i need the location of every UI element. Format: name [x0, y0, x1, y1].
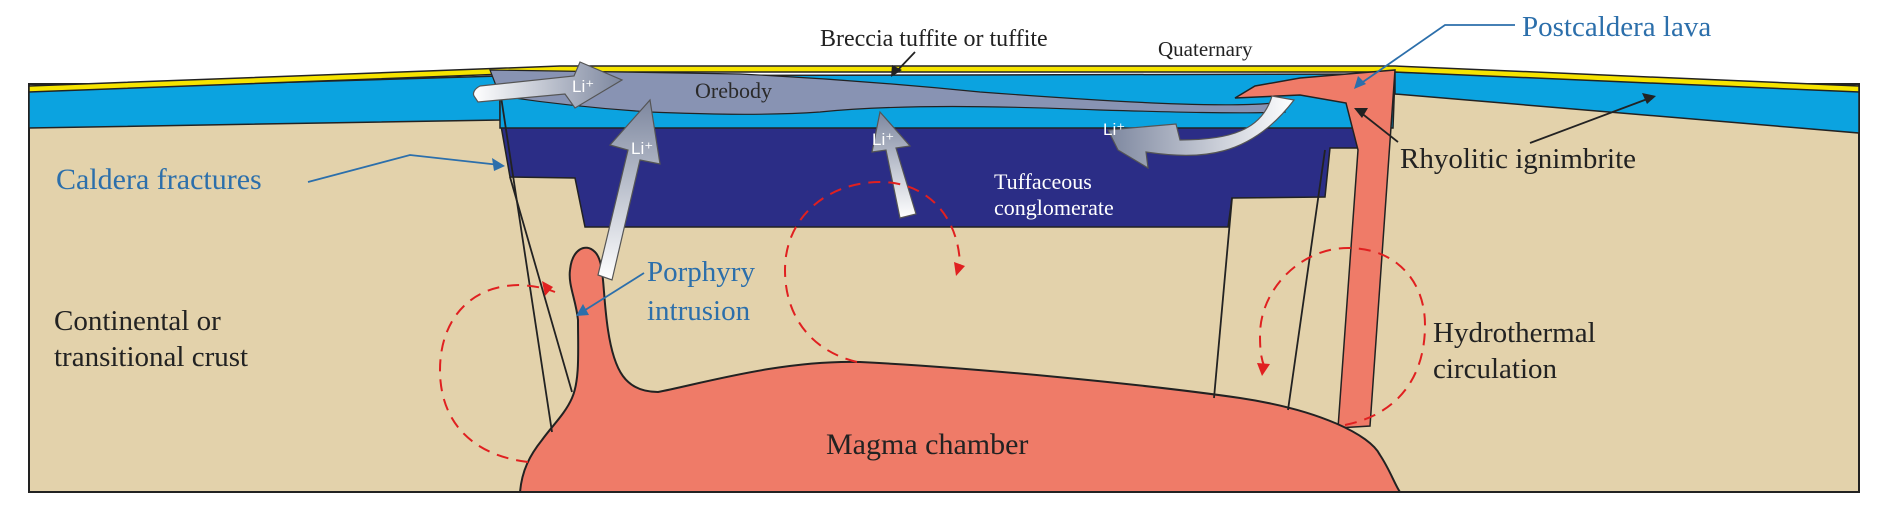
quaternary-layer — [28, 65, 1860, 93]
li-arrow-left — [472, 61, 624, 109]
leader-arrowhead-breccia — [891, 65, 902, 77]
li-arrow-center — [871, 110, 917, 219]
leader-caldera-fractures — [307, 154, 501, 183]
label-orebody: Orebody — [695, 78, 772, 103]
leader-arrowheads — [492, 65, 1656, 316]
label-hydrothermal: Hydrothermal — [1433, 317, 1596, 349]
magma-chamber — [518, 246, 1402, 493]
orebody — [489, 69, 1286, 115]
circulation-cell-right — [1258, 246, 1427, 426]
leader-ignimbrite-outer — [1529, 97, 1651, 144]
leader-postcaldera-lava — [1359, 24, 1515, 85]
label-conglomerate: conglomerate — [994, 195, 1114, 220]
label-rhyolitic-ignimbrite: Rhyolitic ignimbrite — [1400, 143, 1636, 175]
hydrothermal-circulation-cells — [438, 180, 1427, 463]
leader-porphyry — [581, 272, 645, 313]
label-postcaldera-lava: Postcaldera lava — [1522, 11, 1711, 43]
circulation-arrowheads — [542, 262, 1270, 376]
label-circulation: circulation — [1433, 353, 1558, 385]
li-arrow-porphyry — [597, 98, 661, 281]
circulation-arrowhead-left — [542, 281, 553, 296]
label-leader-lines — [307, 24, 1651, 313]
label-intrusion: intrusion — [647, 295, 751, 327]
label-tuffaceous: Tuffaceous — [994, 169, 1092, 194]
leader-arrowhead-lava — [1354, 76, 1366, 89]
circulation-cell-center — [783, 180, 961, 363]
label-porphyry: Porphyry — [647, 256, 755, 288]
circulation-arrowhead-center — [954, 262, 965, 276]
caldera-fracture-lines — [499, 89, 1326, 433]
circulation-cell-left — [438, 283, 556, 463]
leader-ignimbrite-inner — [1359, 111, 1399, 143]
li-label-porphyry: Li⁺ — [631, 139, 653, 158]
label-caldera-fractures: Caldera fractures — [56, 163, 262, 196]
li-label-left: Li⁺ — [572, 77, 594, 96]
label-transitional-crust: transitional crust — [54, 341, 248, 373]
circulation-arrowhead-right — [1257, 363, 1270, 376]
li-arrow-right — [1107, 95, 1296, 170]
li-label-right: Li⁺ — [1103, 120, 1125, 139]
postcaldera-lava — [1234, 69, 1396, 429]
label-breccia-tuffite: Breccia tuffite or tuffite — [820, 26, 1048, 52]
li-label-center: Li⁺ — [872, 130, 894, 149]
leader-arrowhead-caldera — [492, 158, 505, 171]
label-continental: Continental or — [54, 305, 221, 337]
leader-arrowhead-ignimbrite-outer — [1642, 93, 1656, 104]
label-magma-chamber: Magma chamber — [826, 428, 1028, 461]
label-quaternary: Quaternary — [1158, 37, 1253, 61]
li-transport-arrows — [472, 61, 1296, 281]
leader-arrowhead-ignimbrite-inner — [1354, 108, 1368, 118]
leader-arrowhead-porphyry — [576, 304, 589, 316]
